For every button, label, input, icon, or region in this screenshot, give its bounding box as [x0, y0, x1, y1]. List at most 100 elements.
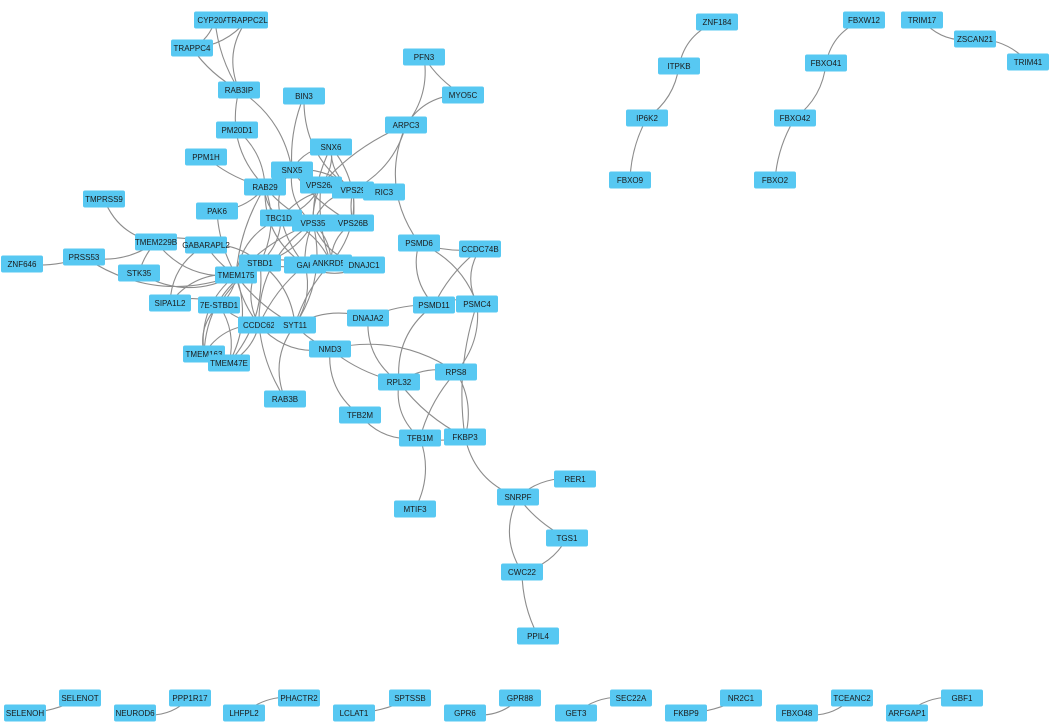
node-cwc22[interactable]: CWC22 [501, 563, 543, 581]
node-box[interactable] [774, 109, 816, 127]
node-box[interactable] [169, 689, 211, 707]
node-box[interactable] [385, 116, 427, 134]
node-rer1[interactable]: RER1 [554, 470, 596, 488]
node-box[interactable] [394, 500, 436, 518]
node-box[interactable] [901, 11, 943, 29]
node-box[interactable] [185, 148, 227, 166]
node-tgs1[interactable]: TGS1 [546, 529, 588, 547]
node-box[interactable] [135, 233, 177, 251]
node-fbxo2[interactable]: FBXO2 [754, 171, 796, 189]
node-box[interactable] [499, 689, 541, 707]
node-tmprss9[interactable]: TMPRSS9 [83, 190, 125, 208]
node-rab3b[interactable]: RAB3B [264, 390, 306, 408]
node-box[interactable] [215, 266, 257, 284]
node-rps8[interactable]: RPS8 [435, 363, 477, 381]
node-fkbp3[interactable]: FKBP3 [444, 428, 486, 446]
node-box[interactable] [444, 428, 486, 446]
node-box[interactable] [501, 563, 543, 581]
node-bin3[interactable]: BIN3 [283, 87, 325, 105]
node-sptssb[interactable]: SPTSSB [389, 689, 431, 707]
node-rpl32[interactable]: RPL32 [378, 373, 420, 391]
node-box[interactable] [208, 354, 250, 372]
node-fbxo41[interactable]: FBXO41 [805, 54, 847, 72]
node-tmem229b[interactable]: TMEM229B [135, 233, 177, 251]
node-te-stbd1[interactable]: 7E-STBD1 [198, 296, 240, 314]
node-prss53[interactable]: PRSS53 [63, 248, 105, 266]
node-ankrd50[interactable]: ANKRD50 [310, 254, 352, 272]
node-box[interactable] [413, 296, 455, 314]
node-box[interactable] [1, 255, 43, 273]
node-box[interactable] [310, 138, 352, 156]
node-box[interactable] [274, 316, 316, 334]
node-snrpf[interactable]: SNRPF [497, 488, 539, 506]
node-box[interactable] [886, 704, 928, 722]
node-box[interactable] [185, 236, 227, 254]
node-tfb1m[interactable]: TFB1M [399, 429, 441, 447]
node-mtif3[interactable]: MTIF3 [394, 500, 436, 518]
node-tceanc2[interactable]: TCEANC2 [831, 689, 873, 707]
node-gpr88[interactable]: GPR88 [499, 689, 541, 707]
node-box[interactable] [59, 689, 101, 707]
node-box[interactable] [442, 86, 484, 104]
node-box[interactable] [720, 689, 762, 707]
node-fbxo42[interactable]: FBXO42 [774, 109, 816, 127]
node-get3[interactable]: GET3 [555, 704, 597, 722]
node-box[interactable] [555, 704, 597, 722]
node-cyp20a1[interactable]: CYP20A1 [194, 11, 236, 29]
node-box[interactable] [444, 704, 486, 722]
node-box[interactable] [554, 470, 596, 488]
node-box[interactable] [754, 171, 796, 189]
node-znf184[interactable]: ZNF184 [696, 13, 738, 31]
node-snx6[interactable]: SNX6 [310, 138, 352, 156]
node-ppm1h[interactable]: PPM1H [185, 148, 227, 166]
node-box[interactable] [196, 202, 238, 220]
node-myo5c[interactable]: MYO5C [442, 86, 484, 104]
node-box[interactable] [283, 87, 325, 105]
node-tmem175[interactable]: TMEM175 [215, 266, 257, 284]
node-box[interactable] [218, 81, 260, 99]
node-box[interactable] [4, 704, 46, 722]
node-box[interactable] [459, 240, 501, 258]
node-lhfpl2[interactable]: LHFPL2 [223, 704, 265, 722]
node-box[interactable] [546, 529, 588, 547]
node-box[interactable] [271, 161, 313, 179]
node-box[interactable] [292, 214, 334, 232]
node-tbc1d5[interactable]: TBC1D5 [260, 209, 302, 227]
node-ip6k2[interactable]: IP6K2 [626, 109, 668, 127]
node-box[interactable] [260, 209, 302, 227]
node-box[interactable] [194, 11, 236, 29]
node-znf646[interactable]: ZNF646 [1, 255, 43, 273]
node-box[interactable] [776, 704, 818, 722]
node-box[interactable] [339, 406, 381, 424]
node-box[interactable] [238, 316, 280, 334]
node-box[interactable] [831, 689, 873, 707]
node-psmd11[interactable]: PSMD11 [413, 296, 455, 314]
node-box[interactable] [805, 54, 847, 72]
node-box[interactable] [198, 296, 240, 314]
node-trappc4[interactable]: TRAPPC4 [171, 39, 213, 57]
node-box[interactable] [264, 390, 306, 408]
node-ccdc62[interactable]: CCDC62 [238, 316, 280, 334]
node-box[interactable] [244, 178, 286, 196]
node-sec22a[interactable]: SEC22A [610, 689, 652, 707]
node-box[interactable] [456, 295, 498, 313]
node-itpkb[interactable]: ITPKB [658, 57, 700, 75]
node-tfb2m[interactable]: TFB2M [339, 406, 381, 424]
node-psmd6[interactable]: PSMD6 [398, 234, 440, 252]
node-box[interactable] [398, 234, 440, 252]
node-box[interactable] [626, 109, 668, 127]
node-box[interactable] [665, 704, 707, 722]
node-box[interactable] [954, 30, 996, 48]
node-box[interactable] [114, 704, 156, 722]
node-nr2c1[interactable]: NR2C1 [720, 689, 762, 707]
node-selenot[interactable]: SELENOT [59, 689, 101, 707]
node-ppp1r17[interactable]: PPP1R17 [169, 689, 211, 707]
node-box[interactable] [389, 689, 431, 707]
node-pfn3[interactable]: PFN3 [403, 48, 445, 66]
node-psmc4[interactable]: PSMC4 [456, 295, 498, 313]
node-rab3ip[interactable]: RAB3IP [218, 81, 260, 99]
node-trim41[interactable]: TRIM41 [1007, 53, 1049, 71]
node-sipa1l2[interactable]: SIPA1L2 [149, 294, 191, 312]
node-vps35[interactable]: VPS35 [292, 214, 334, 232]
node-ccdc74b[interactable]: CCDC74B [459, 240, 501, 258]
